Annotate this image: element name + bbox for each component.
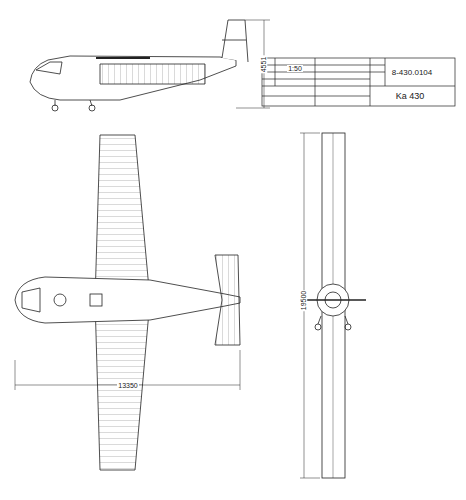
dimension-label: 13350 [117,382,138,389]
front-view [300,133,366,478]
side-view [30,20,270,111]
title-block [262,58,455,106]
dimension-label: 4551 [260,55,267,73]
type-designation: Ka 430 [395,92,426,101]
drawing-number: 8-430.0104 [391,69,433,77]
scale-label: 1:50 [287,65,303,72]
dimension-label: 19500 [301,289,308,310]
top-view [15,135,240,470]
